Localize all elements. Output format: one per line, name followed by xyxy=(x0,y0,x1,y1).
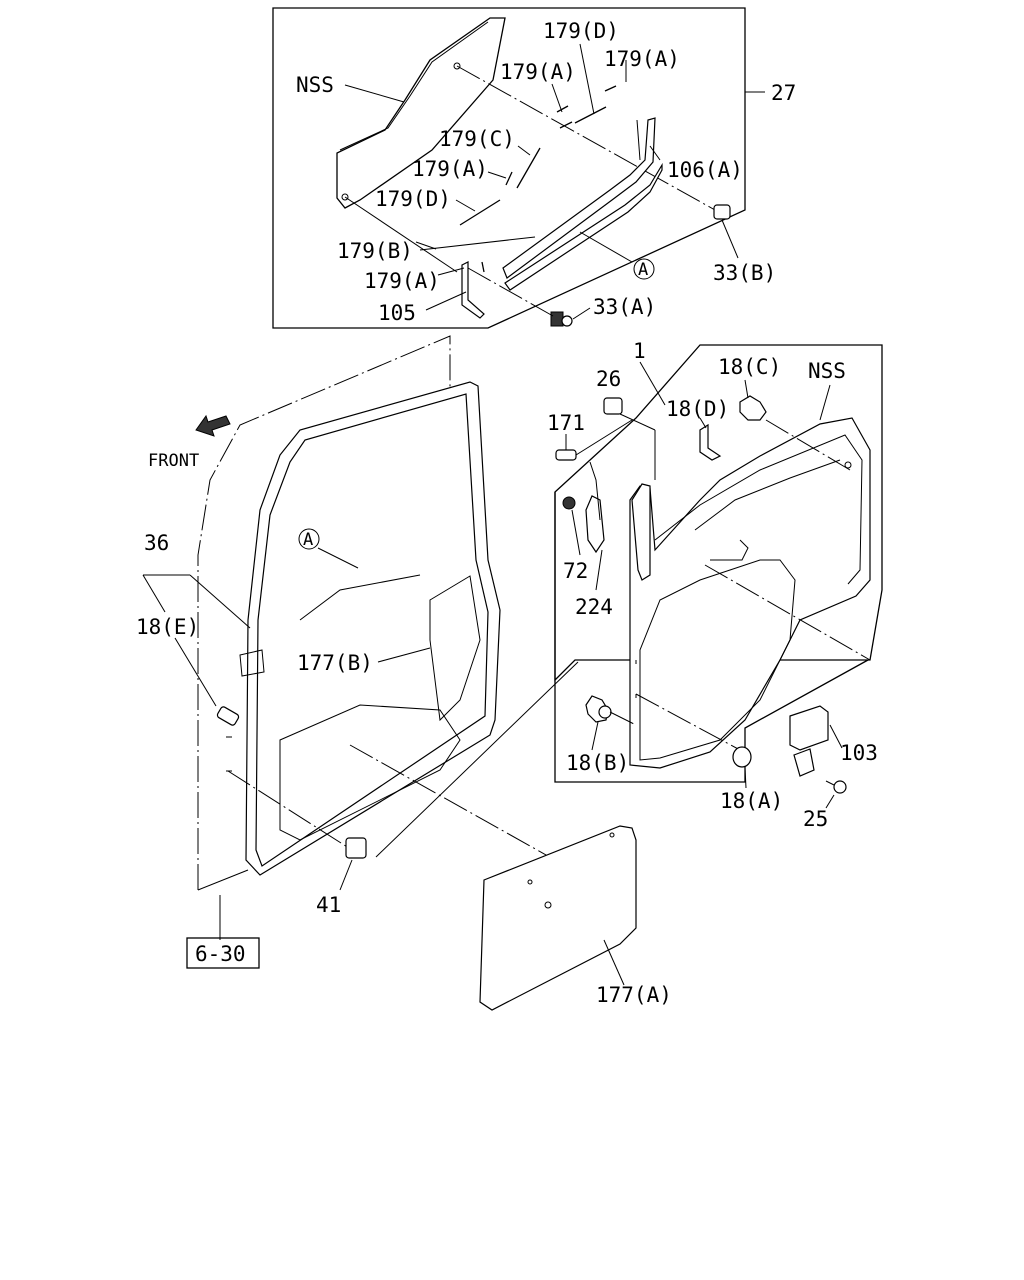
label-179a-2: 179(A) xyxy=(604,47,680,71)
label-105: 105 xyxy=(378,301,416,325)
label-6-30: 6-30 xyxy=(195,942,246,966)
inset-box-27 xyxy=(272,7,765,329)
screw-18e xyxy=(142,574,251,726)
label-18a: 18(A) xyxy=(720,789,783,813)
label-25: 25 xyxy=(803,807,828,831)
clip-18c xyxy=(739,379,851,471)
label-18b: 18(B) xyxy=(566,751,629,775)
panel-177a xyxy=(479,825,637,1011)
door-glass-run-panel xyxy=(336,17,716,273)
clip-26 xyxy=(603,397,656,480)
clip-18b xyxy=(585,695,637,751)
screw-72 xyxy=(562,496,581,556)
label-179b: 179(B) xyxy=(337,239,413,263)
label-nss-top: NSS xyxy=(296,73,334,97)
inset-leaders xyxy=(344,43,661,311)
label-106a: 106(A) xyxy=(667,158,743,182)
clip-33a xyxy=(467,267,591,327)
label-27: 27 xyxy=(771,81,796,105)
ref-box-6-30 xyxy=(186,937,260,969)
circle-a-top xyxy=(633,258,655,280)
label-33a: 33(A) xyxy=(593,295,656,319)
inset-box-1 xyxy=(554,344,883,783)
left-leaders xyxy=(219,547,431,940)
right-leaders xyxy=(819,384,831,421)
bracket-18d xyxy=(699,417,722,461)
label-72: 72 xyxy=(563,559,588,583)
label-179d-2: 179(D) xyxy=(375,187,451,211)
label-171: 171 xyxy=(547,411,585,435)
screw-25 xyxy=(825,780,847,809)
label-33b: 33(B) xyxy=(713,261,776,285)
door-outer-frame xyxy=(197,335,556,891)
channel-strips xyxy=(419,85,663,319)
part-labels: NSS 179(D) 179(A) 179(A) 27 179(C) 106(A… xyxy=(136,19,878,1007)
label-18d: 18(D) xyxy=(666,397,729,421)
label-18e: 18(E) xyxy=(136,615,199,639)
door-trim-panel xyxy=(629,417,871,769)
label-177a: 177(A) xyxy=(596,983,672,1007)
clip-33b xyxy=(713,204,739,259)
label-1: 1 xyxy=(633,339,646,363)
label-177b: 177(B) xyxy=(297,651,373,675)
clip-171 xyxy=(555,419,633,461)
label-26: 26 xyxy=(596,367,621,391)
label-18c: 18(C) xyxy=(718,355,781,379)
label-179c: 179(C) xyxy=(439,127,515,151)
bracket-103 xyxy=(789,705,843,777)
label-36: 36 xyxy=(144,531,169,555)
label-circle-a-left: A xyxy=(303,530,313,550)
circle-a-left xyxy=(298,528,320,550)
label-41: 41 xyxy=(316,893,341,917)
label-179a-1: 179(A) xyxy=(500,60,576,84)
cap-18a xyxy=(732,746,752,789)
front-arrow-icon xyxy=(195,414,231,437)
label-circle-a-top: A xyxy=(638,260,648,280)
label-179d-top: 179(D) xyxy=(543,19,619,43)
label-nss-right: NSS xyxy=(808,359,846,383)
label-103: 103 xyxy=(840,741,878,765)
label-179a-3: 179(A) xyxy=(412,157,488,181)
label-front: FRONT xyxy=(148,451,199,471)
label-179a-4: 179(A) xyxy=(364,269,440,293)
label-224: 224 xyxy=(575,595,613,619)
handle-224 xyxy=(585,461,605,591)
clip-41 xyxy=(339,661,579,891)
